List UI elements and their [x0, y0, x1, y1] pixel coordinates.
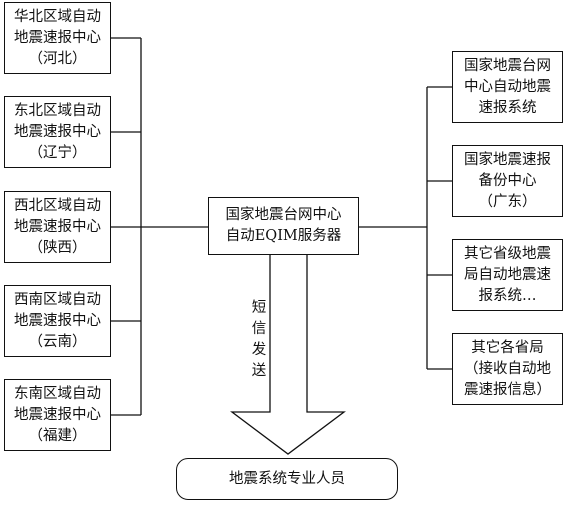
box-line: 西南区域自动 [14, 291, 101, 308]
box-line: 国家地震台网 [464, 57, 551, 74]
sms-label-char: 短 [251, 300, 267, 316]
down-arrow [230, 246, 346, 455]
sms-label-char: 发 [251, 342, 267, 358]
box-line: 西北区域自动 [14, 197, 101, 214]
box-line: 速报系统 [478, 99, 537, 116]
right-system-other-provinces: 其它各省局 （接收自动地 震速报信息） [452, 333, 563, 405]
box-line: 国家地震速报 [464, 151, 551, 168]
sms-label-char: 信 [251, 321, 267, 337]
box-line: 局自动地震速 [464, 266, 551, 283]
box-line: 自动EQIM服务器 [225, 228, 342, 244]
professional-staff-box: 地震系统专业人员 [176, 458, 398, 500]
box-line: 地震系统专业人员 [229, 470, 345, 487]
box-line: 华北区域自动 [14, 8, 101, 25]
box-line: 地震速报中心 [14, 123, 101, 140]
left-center-xibei: 西北区域自动 地震速报中心 （陕西） [4, 191, 111, 263]
box-line: 震速报信息） [464, 381, 551, 398]
box-line: 东北区域自动 [14, 102, 101, 119]
box-line: 备份中心 [478, 172, 537, 189]
box-line: （辽宁） [28, 144, 87, 161]
box-line: 地震速报中心 [14, 406, 101, 423]
box-line: 地震速报中心 [14, 312, 101, 329]
box-line: （陕西） [28, 239, 87, 256]
right-system-backup: 国家地震速报 备份中心 （广东） [452, 145, 563, 217]
right-system-national: 国家地震台网 中心自动地震 速报系统 [452, 51, 563, 123]
box-line: 其它各省局 [471, 339, 544, 356]
box-line: 地震速报中心 [14, 218, 101, 235]
box-line: （广东） [478, 193, 537, 210]
box-line: 东南区域自动 [14, 385, 101, 402]
left-center-huabei: 华北区域自动 地震速报中心 （河北） [4, 2, 111, 74]
left-center-dongbei: 东北区域自动 地震速报中心 （辽宁） [4, 96, 111, 168]
box-line: （河北） [28, 50, 87, 67]
box-line: 地震速报中心 [14, 29, 101, 46]
box-line: （福建） [28, 427, 87, 444]
center-server-box: 国家地震台网中心 自动EQIM服务器 [208, 197, 359, 255]
sms-label-char: 送 [251, 363, 267, 379]
left-center-dongnan: 东南区域自动 地震速报中心 （福建） [4, 379, 111, 451]
right-system-provincial: 其它省级地震 局自动地震速 报系统… [452, 239, 563, 311]
left-center-xinan: 西南区域自动 地震速报中心 （云南） [4, 285, 111, 357]
sms-label: 短 信 发 送 [249, 298, 269, 382]
box-line: 其它省级地震 [464, 245, 551, 262]
box-line: 中心自动地震 [464, 78, 551, 95]
box-line: 报系统… [478, 287, 537, 304]
box-line: （接收自动地 [464, 360, 551, 377]
box-line: 国家地震台网中心 [225, 207, 342, 223]
box-line: （云南） [28, 333, 87, 350]
